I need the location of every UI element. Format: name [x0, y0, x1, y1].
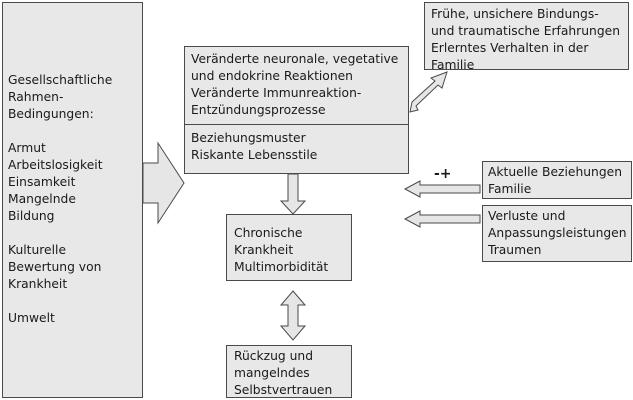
- early-text-line: Frühe, unsichere Bindungs-: [431, 7, 599, 21]
- neuro-text-line: Veränderte Immunreaktion-: [191, 86, 362, 100]
- minus-plus-label: -+: [434, 166, 452, 182]
- loss-text-line: Traumen: [488, 243, 542, 257]
- chronic-text-line: Chronische: [234, 226, 303, 240]
- left-text-line: Bildung: [8, 209, 55, 223]
- chronic-illness-box: Chronische Krankheit Multimorbidität: [226, 214, 352, 281]
- loss-text-line: Verluste und: [488, 209, 566, 223]
- withdraw-text-line: mangelndes: [234, 366, 310, 380]
- social-conditions-box: Gesellschaftliche Rahmen- Bedingungen: A…: [2, 2, 143, 398]
- left-text-line: Bewertung von: [8, 260, 102, 274]
- early-text-line: Familie: [431, 58, 475, 72]
- early-text-line: Erlerntes Verhalten in der: [431, 41, 589, 55]
- social-text-line: Familie: [488, 182, 532, 196]
- chronic-text-line: Krankheit: [234, 243, 294, 257]
- neuro-text-line: Beziehungsmuster: [191, 131, 306, 145]
- neuronal-reactions-section: Veränderte neuronale, vegetative und end…: [185, 47, 408, 125]
- chronic-text-line: Multimorbidität: [234, 260, 329, 274]
- diagonal-arrow: [409, 71, 448, 113]
- withdraw-text-line: Rückzug und: [234, 349, 314, 363]
- left-text-line: Armut: [8, 141, 46, 155]
- double-vertical-arrow: [279, 290, 307, 341]
- left-text-line: Arbeitslosigkeit: [8, 158, 103, 172]
- neuro-text-line: Entzündungsprozesse: [191, 103, 326, 117]
- big-right-arrow: [142, 141, 185, 225]
- loss-text-line: Anpassungsleistungen: [488, 226, 627, 240]
- losses-box: Verluste und Anpassungsleistungen Traume…: [482, 205, 632, 262]
- left-text-line: Krankheit: [8, 277, 68, 291]
- left-arrow-social: [403, 180, 481, 198]
- withdraw-text-line: Selbstvertrauen: [234, 383, 333, 397]
- left-text-line: Mangelnde: [8, 192, 76, 206]
- neuro-text-line: und endokrine Reaktionen: [191, 69, 353, 83]
- withdrawal-box: Rückzug und mangelndes Selbstvertrauen: [226, 345, 352, 398]
- left-text-line: Kulturelle: [8, 243, 67, 257]
- neuro-text-line: Veränderte neuronale, vegetative: [191, 52, 399, 66]
- relationship-patterns-section: Beziehungsmuster Riskante Lebensstile: [185, 125, 408, 173]
- neuronal-reactions-box: Veränderte neuronale, vegetative und end…: [184, 46, 409, 174]
- left-text-line: Umwelt: [8, 311, 55, 325]
- left-text-line: Bedingungen:: [8, 107, 94, 121]
- social-text-line: Aktuelle Beziehungen: [488, 165, 623, 179]
- left-text-line: Rahmen-: [8, 90, 64, 104]
- left-arrow-loss: [403, 210, 481, 228]
- early-text-line: und traumatische Erfahrungen: [431, 24, 620, 38]
- early-experiences-box: Frühe, unsichere Bindungs- und traumatis…: [424, 2, 629, 72]
- left-text-line: Gesellschaftliche: [8, 73, 113, 87]
- current-relationships-box: Aktuelle Beziehungen Familie: [482, 161, 632, 199]
- down-arrow: [279, 173, 307, 215]
- left-text-line: Einsamkeit: [8, 175, 76, 189]
- neuro-text-line: Riskante Lebensstile: [191, 148, 318, 162]
